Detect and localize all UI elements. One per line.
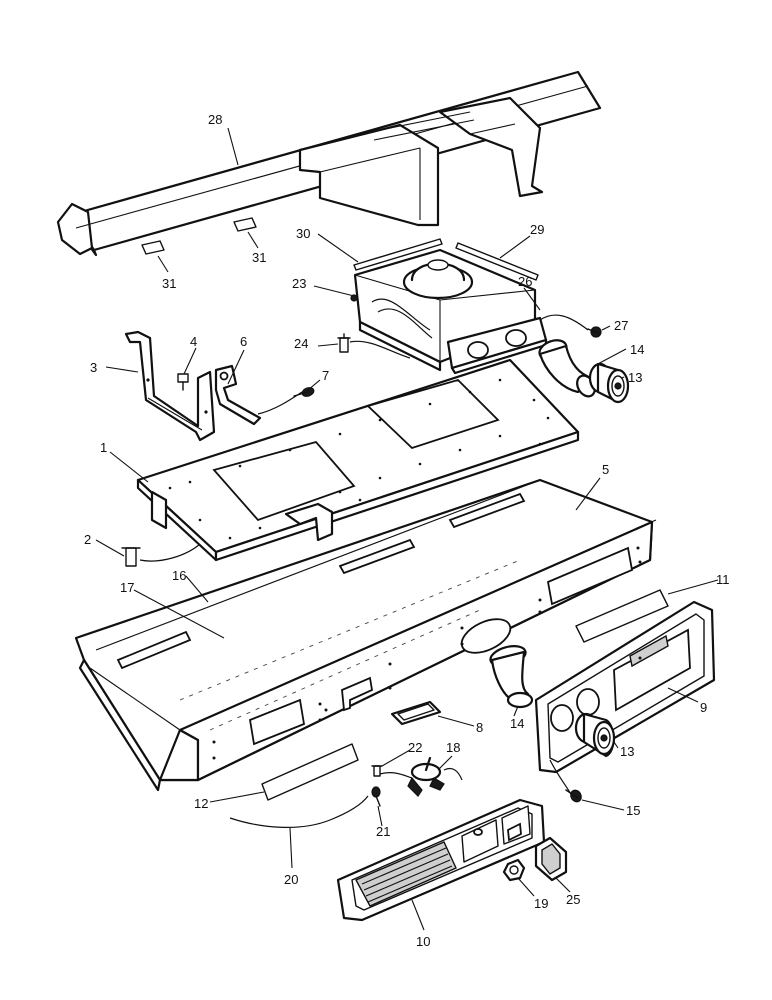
nut-19	[502, 858, 526, 882]
duct-elbow-14-lower	[489, 645, 534, 709]
gasket-12	[261, 743, 359, 801]
callout-28: 28	[208, 112, 222, 127]
callout-20: 20	[284, 872, 298, 887]
callout-31-right: 31	[252, 250, 266, 265]
gasket-11	[575, 589, 669, 643]
bracket-3	[124, 330, 216, 442]
callout-14-lower: 14	[510, 716, 524, 731]
rocker-switch-25	[534, 836, 568, 882]
floor-panel-1	[136, 358, 580, 562]
leader-lines	[95, 127, 719, 931]
callout-22: 22	[408, 740, 422, 755]
callout-12: 12	[194, 796, 208, 811]
callout-27: 27	[614, 318, 628, 333]
grille-8	[390, 700, 442, 726]
dash-tray-5	[74, 478, 657, 792]
callout-29: 29	[530, 222, 544, 237]
callout-18: 18	[446, 740, 460, 755]
callout-30: 30	[296, 226, 310, 241]
callout-labels: 28 30 29 31 31 23 26 27 24 14 13 4 6 3 7…	[84, 112, 730, 949]
screw-7	[257, 387, 315, 415]
bolt-4	[177, 373, 189, 391]
callout-3: 3	[90, 360, 97, 375]
duct-elbow-14-upper	[538, 339, 596, 398]
callout-17: 17	[120, 580, 134, 595]
seal-strip-30	[353, 238, 443, 271]
callout-6: 6	[240, 334, 247, 349]
callout-5: 5	[602, 462, 609, 477]
screw-15	[565, 789, 582, 803]
screw-24	[337, 333, 411, 359]
seal-strip-29	[455, 242, 539, 281]
callout-21: 21	[376, 824, 390, 839]
callout-15: 15	[626, 803, 640, 818]
callout-23: 23	[292, 276, 306, 291]
callout-26: 26	[518, 274, 532, 289]
screw-2	[121, 543, 201, 567]
roof-beam-28	[56, 70, 602, 257]
screw-22	[371, 765, 383, 777]
callout-7: 7	[322, 368, 329, 383]
callout-31-left: 31	[162, 276, 176, 291]
callout-16: 16	[172, 568, 186, 583]
callout-8: 8	[476, 720, 483, 735]
switch-18	[379, 756, 463, 797]
callout-11: 11	[716, 572, 730, 587]
plate-26	[446, 316, 548, 375]
callout-14-upper: 14	[630, 342, 644, 357]
callout-19: 19	[534, 896, 548, 911]
vent-nozzle-13-upper	[588, 362, 630, 404]
callout-4: 4	[190, 334, 197, 349]
vent-nozzle-13-lower	[549, 712, 616, 801]
callout-1: 1	[100, 440, 107, 455]
callout-25: 25	[566, 892, 580, 907]
screw-27	[539, 314, 602, 338]
screw-21	[371, 786, 381, 807]
pad-31-right	[233, 217, 259, 249]
callout-13-upper: 13	[628, 370, 642, 385]
grille-perforation-pattern	[361, 847, 453, 903]
grille-panel-10	[336, 798, 546, 922]
callout-24: 24	[294, 336, 308, 351]
callout-13-lower: 13	[620, 744, 634, 759]
pad-31-left	[141, 240, 169, 273]
cable-20	[229, 795, 369, 828]
callout-2: 2	[84, 532, 91, 547]
callout-9: 9	[700, 700, 707, 715]
strap-bracket-6	[214, 364, 262, 426]
callout-10: 10	[416, 934, 430, 949]
